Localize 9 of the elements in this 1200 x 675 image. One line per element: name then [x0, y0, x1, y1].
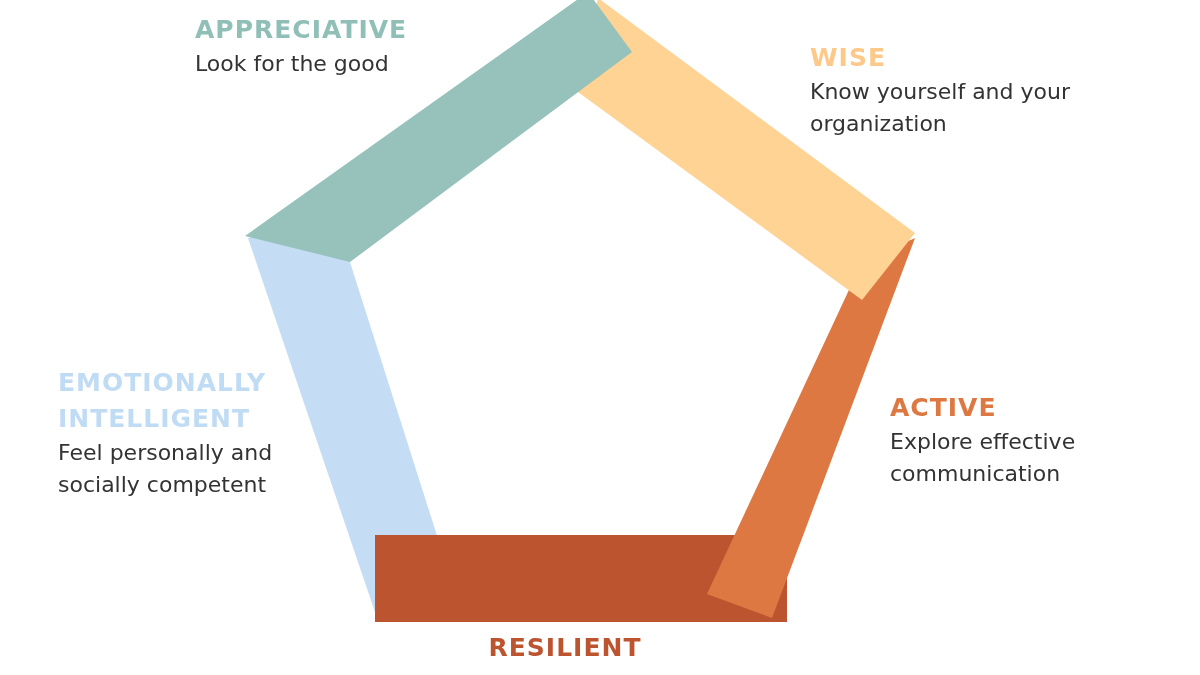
trait-description: Look for the good [195, 50, 390, 78]
trait-heading: WISE [810, 42, 887, 74]
trait-heading: RESILIENT [487, 632, 643, 664]
trait-heading: ACTIVE [890, 392, 998, 424]
trait-description: Feel personally and socially competent [58, 439, 274, 499]
trait-description: Explore effective communication [890, 428, 1077, 488]
trait-heading: EMOTIONALLY INTELLIGENT [58, 367, 268, 435]
trait-heading: APPRECIATIVE [195, 14, 409, 46]
trait-description: Know yourself and your organization [810, 78, 1071, 138]
